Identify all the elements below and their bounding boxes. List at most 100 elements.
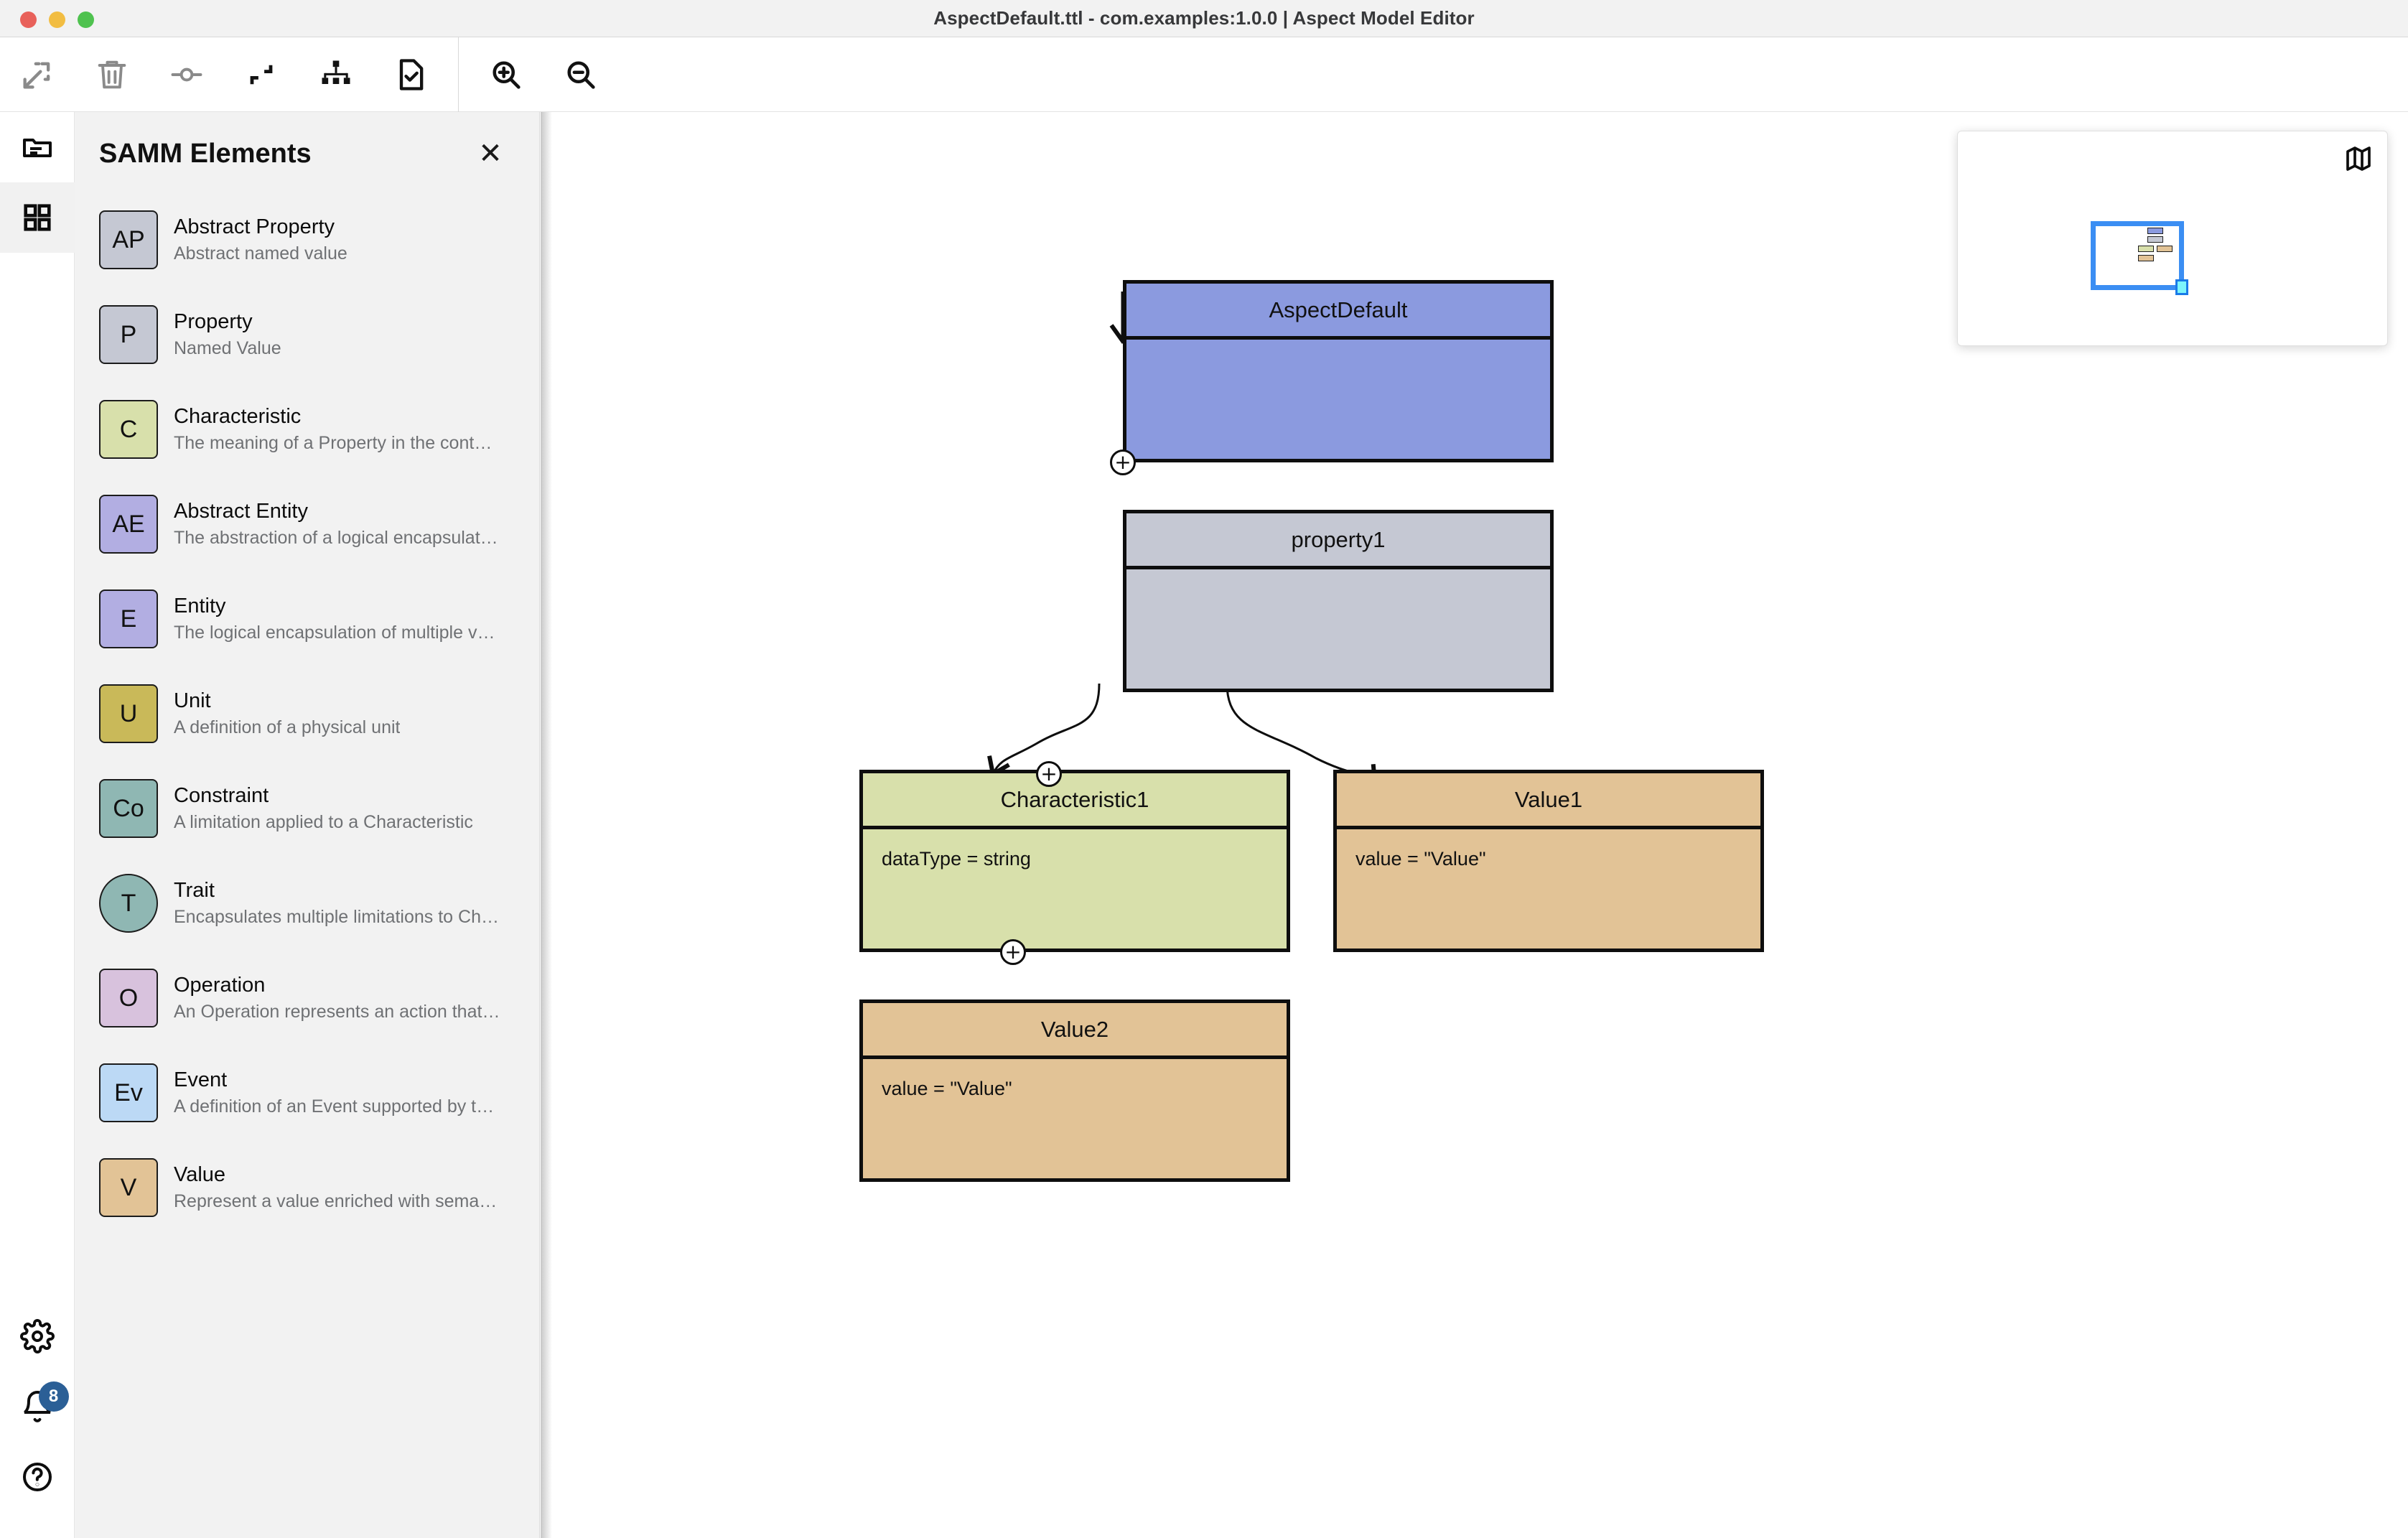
element-description: Represent a value enriched with semanti… xyxy=(174,1190,500,1211)
element-name: Value xyxy=(174,1162,226,1186)
node-value2[interactable]: Value2 value = "Value" xyxy=(859,999,1290,1182)
element-item-unit[interactable]: U Unit A definition of a physical unit xyxy=(75,666,539,761)
element-name: Characteristic xyxy=(174,404,302,428)
diagram-root: AspectDefault + property1 Characteristic… xyxy=(541,112,2408,1538)
minimap-resize-handle[interactable] xyxy=(2175,279,2188,295)
map-icon[interactable] xyxy=(2344,144,2373,177)
minimap-node xyxy=(2138,246,2154,252)
close-window-button[interactable] xyxy=(20,11,37,28)
node-body: dataType = string xyxy=(882,848,1031,870)
delete-icon[interactable] xyxy=(75,37,149,112)
element-chip: V xyxy=(99,1158,158,1217)
zoom-out-icon[interactable] xyxy=(543,37,618,112)
node-title: property1 xyxy=(1126,513,1550,569)
hierarchy-icon[interactable] xyxy=(299,37,373,112)
element-name: Event xyxy=(174,1068,228,1091)
node-property1[interactable]: property1 xyxy=(1123,510,1554,692)
node-aspect-default[interactable]: AspectDefault xyxy=(1123,280,1554,462)
window-controls xyxy=(20,11,94,28)
element-chip: Ev xyxy=(99,1063,158,1122)
format-icon[interactable] xyxy=(224,37,299,112)
node-title: Value1 xyxy=(1337,773,1760,829)
node-body xyxy=(1126,340,1550,358)
close-panel-icon[interactable]: ✕ xyxy=(478,138,503,169)
element-text: Unit A definition of a physical unit xyxy=(174,689,400,739)
node-body: value = "Value" xyxy=(882,1078,1012,1099)
title-bar: AspectDefault.ttl - com.examples:1.0.0 |… xyxy=(0,0,2408,37)
settings-gear-icon[interactable] xyxy=(0,1301,75,1371)
minimap-viewport[interactable] xyxy=(2091,221,2184,290)
element-description: A definition of a physical unit xyxy=(174,717,401,737)
element-chip: Co xyxy=(99,779,158,838)
element-description: A definition of an Event supported by th… xyxy=(174,1096,500,1117)
element-description: The logical encapsulation of multiple va… xyxy=(174,622,500,643)
node-characteristic1[interactable]: Characteristic1 dataType = string xyxy=(859,770,1290,952)
select-all-icon[interactable] xyxy=(0,37,75,112)
element-description: The meaning of a Property in the context… xyxy=(174,432,500,453)
validate-icon[interactable] xyxy=(373,37,448,112)
element-description: A limitation applied to a Characteristic xyxy=(174,811,473,832)
maximize-window-button[interactable] xyxy=(78,11,94,28)
zoom-in-icon[interactable] xyxy=(469,37,543,112)
minimap-node xyxy=(2147,236,2163,243)
element-name: Entity xyxy=(174,594,226,617)
minimap[interactable] xyxy=(1957,131,2388,346)
minimap-node xyxy=(2138,255,2154,261)
element-name: Constraint xyxy=(174,783,269,807)
diagram-canvas[interactable]: AspectDefault + property1 Characteristic… xyxy=(541,112,2408,1538)
element-item-constraint[interactable]: Co Constraint A limitation applied to a Ch… xyxy=(75,761,539,856)
element-name: Abstract Entity xyxy=(174,499,308,523)
element-name: Unit xyxy=(174,689,211,712)
element-description: Encapsulates multiple limitations to Cha… xyxy=(174,906,500,927)
element-text: Constraint A limitation applied to a Char… xyxy=(174,783,473,834)
minimap-node xyxy=(2147,228,2163,234)
node-title: Characteristic1 xyxy=(863,773,1287,829)
help-question-icon[interactable] xyxy=(0,1442,75,1512)
element-chip: U xyxy=(99,684,158,743)
minimize-window-button[interactable] xyxy=(49,11,65,28)
node-title: AspectDefault xyxy=(1126,284,1550,340)
element-name: Abstract Property xyxy=(174,215,335,238)
element-chip: C xyxy=(99,400,158,459)
expand-characteristic-top-icon[interactable]: + xyxy=(1036,761,1062,787)
element-description: Abstract named value xyxy=(174,243,347,264)
node-body: value = "Value" xyxy=(1355,848,1486,870)
expand-aspect-icon[interactable]: + xyxy=(1110,449,1136,475)
element-description: The abstraction of a logical encapsulati… xyxy=(174,527,500,548)
node-value1[interactable]: Value1 value = "Value" xyxy=(1333,770,1764,952)
element-chip: AE xyxy=(99,495,158,554)
workspace-icon[interactable] xyxy=(0,112,75,182)
element-name: Property xyxy=(174,309,253,333)
connect-icon[interactable] xyxy=(149,37,224,112)
window-title: AspectDefault.ttl - com.examples:1.0.0 |… xyxy=(933,7,1475,29)
element-chip: E xyxy=(99,589,158,648)
elements-grid-icon[interactable] xyxy=(0,182,75,253)
node-body xyxy=(1126,569,1550,588)
element-item-event[interactable]: Ev Event A definition of an Event supporte… xyxy=(75,1045,539,1140)
minimap-node xyxy=(2157,246,2173,252)
element-chip: AP xyxy=(99,210,158,269)
left-rail: 8 xyxy=(0,112,75,1538)
element-name: Operation xyxy=(174,973,266,997)
notifications-bell-icon[interactable]: 8 xyxy=(0,1371,75,1442)
element-description: An Operation represents an action that c… xyxy=(174,1001,500,1022)
notification-badge: 8 xyxy=(38,1381,69,1412)
expand-characteristic-bottom-icon[interactable]: + xyxy=(1000,939,1026,965)
toolbar-separator xyxy=(458,37,459,112)
